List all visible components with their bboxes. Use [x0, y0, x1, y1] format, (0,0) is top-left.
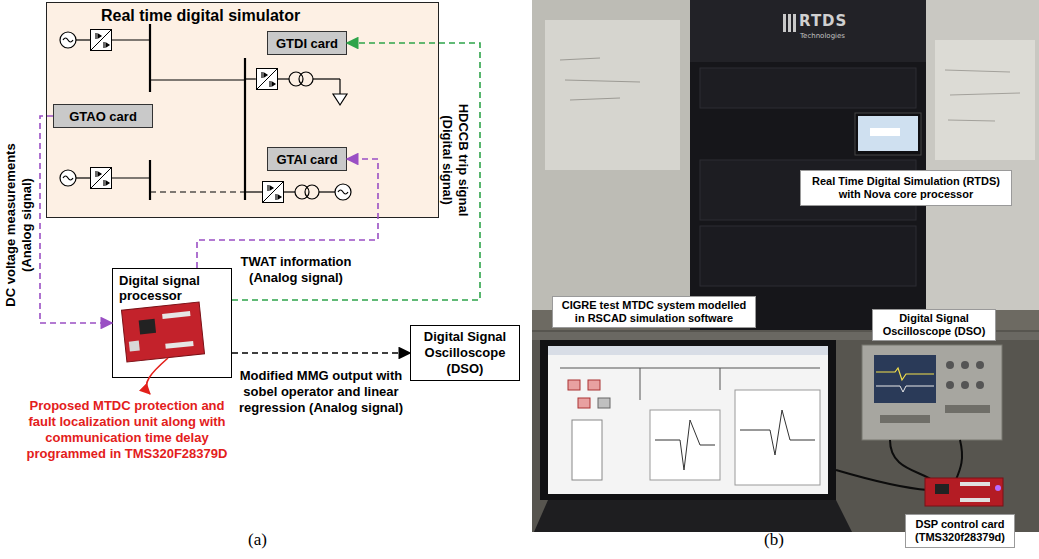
node-title: CIGRE test MTDC system modelled in RSCAD… [558, 299, 750, 325]
node-title: Digital Signal Oscilloscope (DSO) [417, 329, 513, 377]
signal-connector [197, 159, 378, 268]
signal-label: HDCCB trip signal (Digital signal) [439, 90, 471, 230]
node-title: Digital signal processor [119, 273, 225, 303]
node-title: Real Time Digital Simulation (RTDS) with… [806, 175, 1006, 201]
io-card: GTAO card [53, 104, 153, 128]
io-card: GTAI card [267, 147, 347, 171]
signal-label: Modified MMG output with sobel operator … [236, 368, 406, 416]
photo-scene [532, 0, 1039, 532]
oscilloscope-box: Digital Signal Oscilloscope (DSO) [410, 325, 520, 381]
node-title: GTAO card [69, 109, 137, 124]
annotation-text: Proposed MTDC protection and fault local… [20, 398, 234, 462]
photo-callout: Digital Signal Oscilloscope (DSO) [872, 309, 996, 341]
node-title: Digital Signal Oscilloscope (DSO) [878, 312, 990, 338]
dsp-board [121, 302, 204, 362]
signal-connector [232, 352, 410, 354]
node-title: DSP control card (TMS320f28379d) [911, 518, 1009, 544]
panel-caption: (b) [764, 530, 784, 550]
panel-caption: (a) [248, 530, 267, 550]
converter-circuit [60, 24, 351, 203]
photo-callout: Real Time Digital Simulation (RTDS) with… [800, 170, 1012, 206]
logo-text: RTDS [799, 12, 847, 30]
logo-text: Technologies [800, 32, 845, 40]
signal-connector [40, 116, 112, 323]
photo-callout: CIGRE test MTDC system modelled in RSCAD… [552, 296, 756, 328]
io-card: GTDI card [267, 31, 347, 55]
callout-arrow [146, 358, 168, 394]
signal-label: DC voltage measurements (Analog signal) [3, 130, 35, 320]
node-title: Real time digital simulator [101, 7, 438, 25]
node-title: GTDI card [276, 36, 338, 51]
signal-label: TWAT information (Analog signal) [229, 254, 364, 286]
photo-callout: DSP control card (TMS320f28379d) [905, 514, 1015, 548]
node-title: GTAI card [276, 152, 337, 167]
